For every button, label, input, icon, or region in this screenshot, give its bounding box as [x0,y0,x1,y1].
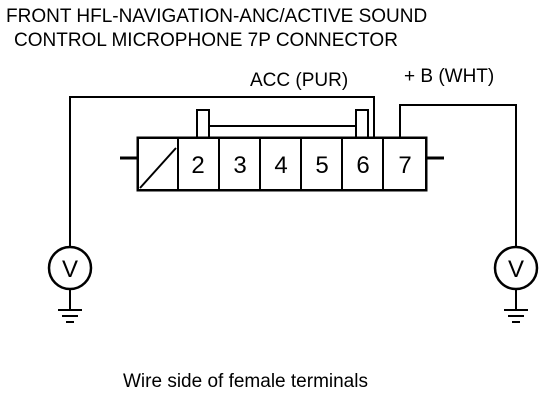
connector-pin-cells [177,137,427,191]
diagram-title-line-1: FRONT HFL-NAVIGATION-ANC/ACTIVE SOUND [6,6,427,27]
connector-blank-cavity [137,137,179,191]
pin-cell-4 [259,137,302,191]
pin-number-6: 6 [356,152,369,179]
right-voltmeter-icon: V [493,245,539,291]
pin-number-4: 4 [274,152,287,179]
pin-number-5: 5 [315,152,328,179]
blank-cavity-slash [139,147,177,189]
pin-number-7: 7 [398,152,411,179]
pin-number-2: 2 [191,152,204,179]
b-wire-label: + B (WHT) [404,66,494,87]
pin-cell-3 [218,137,261,191]
pin-cell-2 [177,137,220,191]
left-ground-icon [58,289,82,323]
left-voltmeter-symbol: V [62,256,78,283]
right-ground-icon [504,289,528,323]
right-probe-wire [399,104,517,248]
diagram-title-line-2: CONTROL MICROPHONE 7P CONNECTOR [14,30,398,51]
pin-cell-5 [300,137,343,191]
left-probe-wire [69,96,375,248]
pin-number-3: 3 [233,152,246,179]
connector-view-caption: Wire side of female terminals [123,371,368,392]
pin-cell-7 [382,137,427,191]
pin-cell-6 [341,137,384,191]
left-voltmeter-icon: V [47,245,93,291]
acc-wire-label: ACC (PUR) [250,70,348,91]
right-voltmeter-symbol: V [508,256,524,283]
